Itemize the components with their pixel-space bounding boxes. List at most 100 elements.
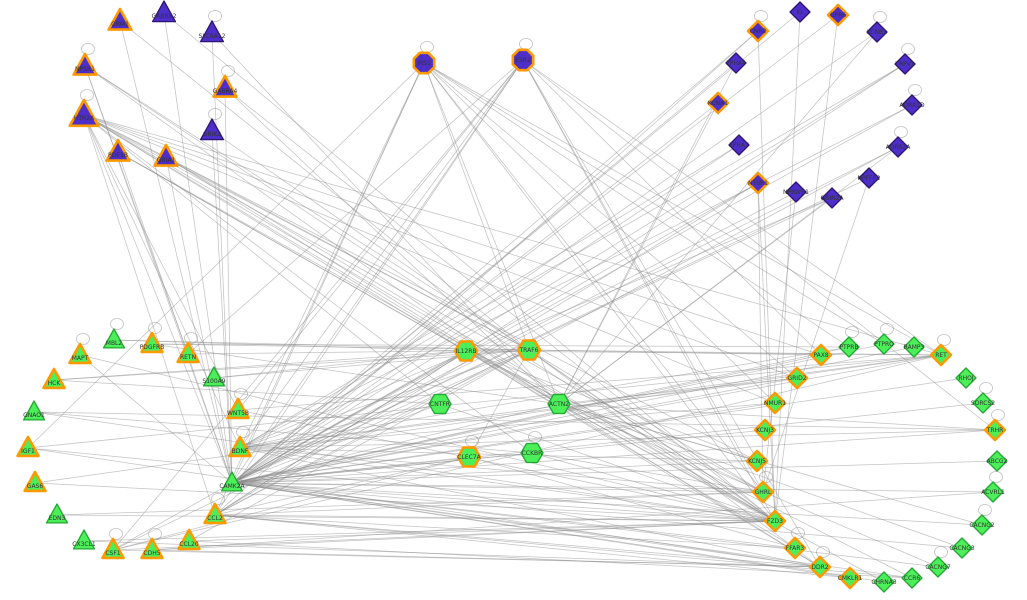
network-node-IL12RB[interactable]: IL12RB xyxy=(453,340,479,362)
diamond-node-shape xyxy=(821,187,843,209)
network-node-CACNG3[interactable]: CACNG3 xyxy=(949,537,975,559)
network-node-GPR6[interactable]: GPR6 xyxy=(826,3,850,27)
network-node-CMKLR1[interactable]: CMKLR1 xyxy=(838,566,863,590)
network-node-GNAO1[interactable]: GNAO1 xyxy=(22,400,46,421)
edge xyxy=(214,62,425,516)
edge xyxy=(231,31,878,484)
self-loop-edge xyxy=(519,38,533,50)
network-node-CCKBR[interactable]: CCKBR xyxy=(520,442,544,464)
self-loop-edge xyxy=(81,43,95,55)
network-node-CACNG7[interactable]: CACNG7 xyxy=(925,556,951,578)
network-node-GRIK2[interactable]: GRIK2 xyxy=(199,118,225,141)
self-loop-edge xyxy=(989,471,1003,483)
network-node-GRM1[interactable]: GRM1 xyxy=(107,7,133,31)
diamond-node-shape xyxy=(983,418,1007,442)
diamond-node-shape xyxy=(929,343,953,367)
network-node-SORCS2[interactable]: SORCS2 xyxy=(971,392,995,414)
network-node-RAMP3[interactable]: RAMP3 xyxy=(903,336,925,358)
edge xyxy=(239,59,524,449)
edge xyxy=(231,403,560,484)
triangle-node-shape xyxy=(202,366,226,387)
self-loop-edge xyxy=(109,528,123,540)
edge xyxy=(151,549,821,568)
edge xyxy=(231,377,967,484)
edge xyxy=(214,514,796,549)
edge xyxy=(211,32,560,405)
self-loop-edge xyxy=(221,65,235,77)
network-node-ABCG2[interactable]: ABCG2 xyxy=(986,450,1008,472)
edge xyxy=(231,62,737,484)
network-node-HTR2A[interactable]: HTR2A xyxy=(68,98,100,128)
edge xyxy=(522,59,942,356)
network-node-ACTN2[interactable]: ACTN2 xyxy=(547,393,571,415)
network-node-ADRA2A[interactable]: ADRA2A xyxy=(886,136,912,158)
network-node-GABRA4[interactable]: GABRA4 xyxy=(212,74,238,98)
network-node-MAPT[interactable]: MAPT xyxy=(68,342,92,365)
network-node-KL[interactable]: KL xyxy=(789,1,811,23)
edge xyxy=(239,354,942,449)
edge xyxy=(213,350,467,379)
network-node-MBL2[interactable]: MBL2 xyxy=(102,328,126,349)
network-node-PDE1B[interactable]: PDE1B xyxy=(105,138,131,162)
network-node-EDN3[interactable]: EDN3 xyxy=(45,503,69,524)
network-node-GABRB2[interactable]: GABRB2 xyxy=(152,0,177,23)
edge xyxy=(231,349,530,484)
network-node-SLC6A12[interactable]: SLC6A12 xyxy=(199,20,226,43)
edge xyxy=(231,144,740,484)
network-node-CX3CL1[interactable]: CX3CL1 xyxy=(72,529,96,550)
triangle-node-shape xyxy=(212,74,238,98)
diamond-node-shape xyxy=(809,343,833,367)
self-loop-edge xyxy=(979,382,993,394)
edge xyxy=(231,482,764,493)
network-node-NPFFR2[interactable]: NPFFR2 xyxy=(858,167,881,189)
edge xyxy=(239,377,798,449)
network-node-KCNA1[interactable]: KCNA1 xyxy=(706,91,730,115)
network-node-TRAF6[interactable]: TRAF6 xyxy=(516,339,542,361)
edge xyxy=(83,114,776,404)
network-node-NPSR1[interactable]: NPSR1 xyxy=(72,52,98,76)
self-loop-edge xyxy=(528,431,542,443)
network-node-ESR2[interactable]: ESR2 xyxy=(511,48,535,72)
diamond-node-shape xyxy=(894,53,916,75)
edge xyxy=(231,460,758,484)
edge xyxy=(112,350,467,551)
edge xyxy=(239,447,758,462)
edge xyxy=(558,62,737,405)
edge xyxy=(423,62,776,522)
network-node-NPBWR1[interactable]: NPBWR1 xyxy=(783,181,809,203)
network-node-FFAR3[interactable]: FFAR3 xyxy=(783,536,807,560)
edge xyxy=(558,403,963,549)
edge xyxy=(239,447,776,522)
network-node-RET[interactable]: RET xyxy=(929,343,953,367)
network-node-GAS6[interactable]: GAS6 xyxy=(23,470,47,493)
network-node-EPHA7[interactable]: EPHA7 xyxy=(728,134,750,156)
network-node-TRPV1[interactable]: TRPV1 xyxy=(894,53,916,75)
edge xyxy=(165,156,776,522)
network-node-HCK[interactable]: HCK xyxy=(42,367,66,390)
hexagon-node-shape xyxy=(520,442,544,464)
network-node-ADRA1D[interactable]: ADRA1D xyxy=(899,94,925,116)
edge xyxy=(214,514,851,579)
edge xyxy=(231,102,719,484)
network-node-CCR6[interactable]: CCR6 xyxy=(901,567,923,589)
edge xyxy=(231,402,776,484)
edge xyxy=(528,349,822,356)
network-node-CNTFR[interactable]: CNTFR xyxy=(428,393,452,415)
network-node-GRIN2A[interactable]: GRIN2A xyxy=(821,187,845,209)
network-node-CACNG2[interactable]: CACNG2 xyxy=(969,514,995,536)
network-node-ACVRL1[interactable]: ACVRL1 xyxy=(981,481,1005,503)
edge xyxy=(112,456,470,551)
edge xyxy=(84,65,776,522)
network-node-CCL20[interactable]: CCL20 xyxy=(177,528,201,551)
network-node-KCNB1[interactable]: KCNB1 xyxy=(866,21,888,43)
network-node-RHOJ[interactable]: RHOJ xyxy=(955,367,977,389)
self-loop-edge xyxy=(184,332,198,344)
network-node-IRS1[interactable]: IRS1 xyxy=(412,51,436,75)
network-node-IGF1[interactable]: IGF1 xyxy=(16,435,40,458)
self-loop-edge xyxy=(908,84,922,96)
edge xyxy=(211,130,233,484)
network-node-CNR2[interactable]: CNR2 xyxy=(746,19,770,43)
network-node-TRHR[interactable]: TRHR xyxy=(983,418,1007,442)
network-node-NTSR1[interactable]: NTSR1 xyxy=(746,171,770,195)
